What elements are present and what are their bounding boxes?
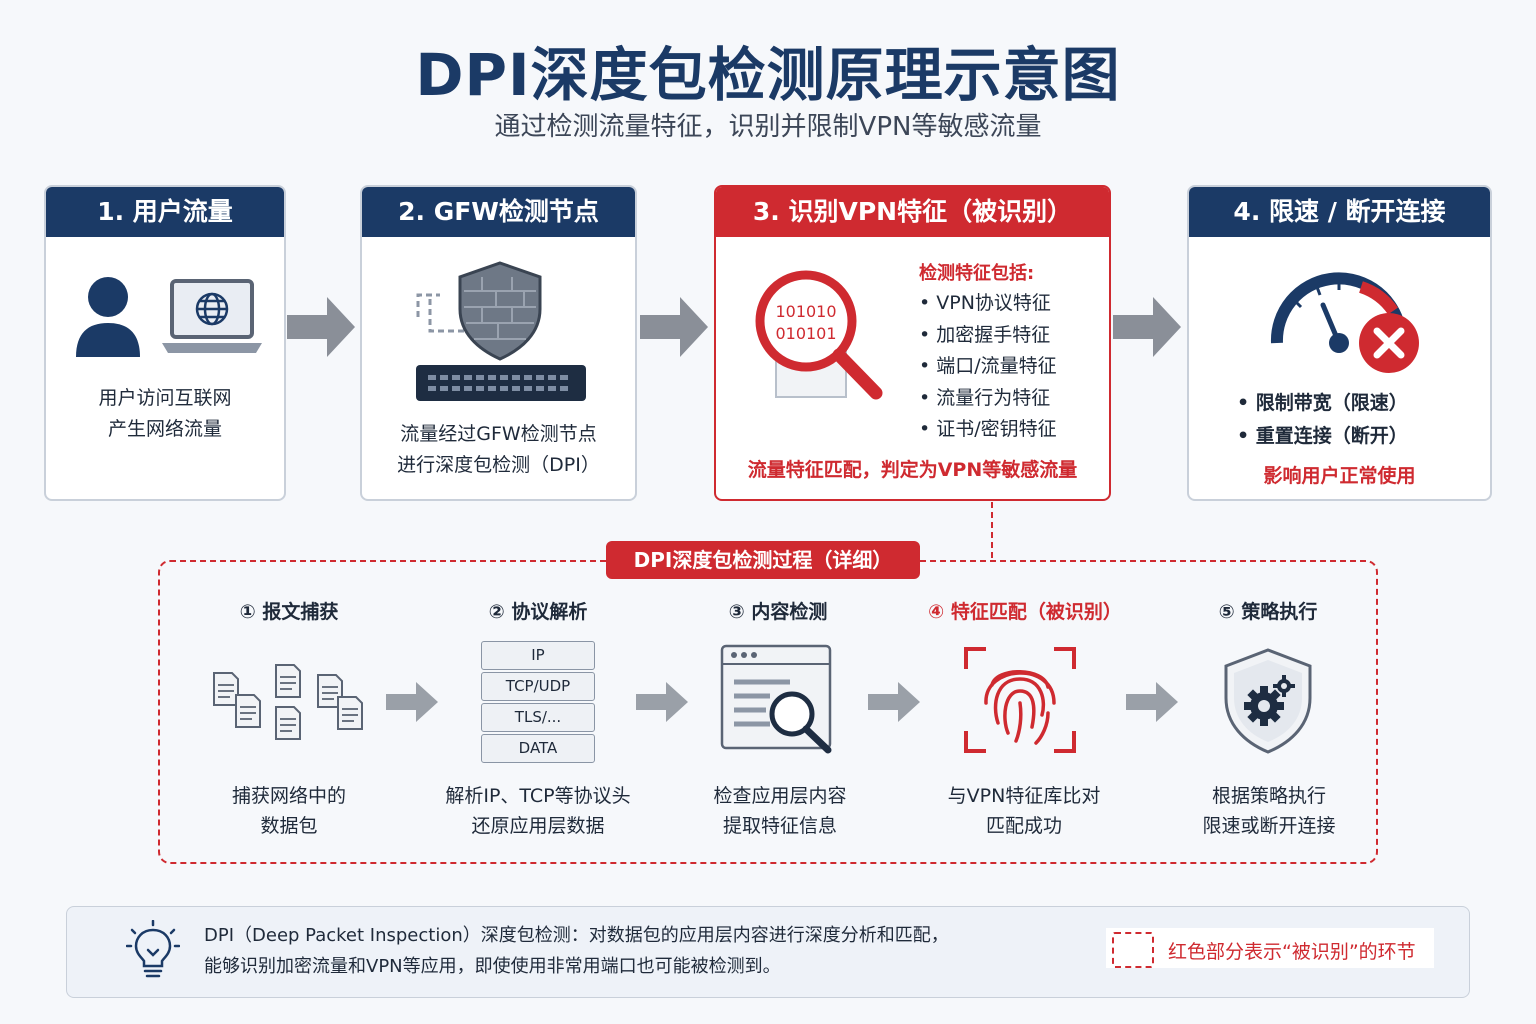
- description-line: 检查应用层内容: [713, 785, 847, 807]
- description-line: 提取特征信息: [722, 815, 837, 837]
- legend-swatch: [1112, 932, 1154, 968]
- info-line: DPI（Deep Packet Inspection）深度包检测：对数据包的应用…: [204, 925, 949, 946]
- step-card-user-traffic: 1. 用户流量 用户访问互联网 产生网络流量: [44, 185, 286, 501]
- detail-step-title: ④ 特征匹配（被识别）: [928, 601, 1122, 623]
- lightbulb-icon: [126, 920, 180, 978]
- detail-step-title: ⑤ 策略执行: [1218, 601, 1318, 623]
- step-card-header: 4. 限速 / 断开连接: [1189, 187, 1490, 237]
- step-description-line: 产生网络流量: [107, 418, 222, 440]
- flow-arrow-icon: [640, 297, 708, 357]
- feature-item: 加密握手特征: [919, 320, 1057, 352]
- detail-step-description: 捕获网络中的 数据包: [169, 781, 409, 841]
- detail-step-description: 与VPN特征库比对 匹配成功: [904, 781, 1144, 841]
- flow-arrow-icon: [1113, 297, 1181, 357]
- match-note: 流量特征匹配，判定为VPN等敏感流量: [747, 459, 1078, 481]
- magnifier-search-icon: 101010 010101: [755, 270, 883, 400]
- impact-note: 影响用户正常使用: [1263, 465, 1416, 487]
- step-card-identify-vpn: 3. 识别VPN特征（被识别） 101010 010101 检测特征包括: VP…: [714, 185, 1111, 501]
- info-text: DPI（Deep Packet Inspection）深度包检测：对数据包的应用…: [204, 920, 1044, 982]
- legend-text: 红色部分表示“被识别”的环节: [1168, 941, 1416, 963]
- process-arrow-icon: [386, 682, 438, 722]
- step-card-gfw-node: 2. GFW检测节点: [360, 185, 637, 501]
- feature-item: 流量行为特征: [919, 383, 1057, 415]
- action-list: 限制带宽（限速） 重置连接（断开）: [1237, 387, 1408, 453]
- user-icon: [76, 277, 140, 357]
- features-title: 检测特征包括:: [919, 263, 1035, 284]
- protocol-layer: TLS/...: [481, 703, 595, 732]
- step-description-line: 进行深度包检测（DPI）: [397, 454, 600, 476]
- packets-icon: [213, 664, 363, 740]
- description-line: 根据策略执行: [1211, 785, 1326, 807]
- description-line: 解析IP、TCP等协议头: [445, 785, 631, 807]
- speedometer-blocked-icon: [1270, 272, 1419, 373]
- step-card-header: 2. GFW检测节点: [362, 187, 635, 237]
- feature-item: 证书/密钥特征: [919, 414, 1056, 446]
- description-line: 捕获网络中的: [231, 785, 346, 807]
- process-arrow-icon: [1126, 682, 1178, 722]
- detail-step-title: ① 报文捕获: [239, 601, 339, 623]
- step-card-header: 1. 用户流量: [46, 187, 284, 237]
- description-line: 限速或断开连接: [1202, 815, 1336, 837]
- process-arrow-icon: [868, 682, 920, 722]
- globe-icon: [195, 292, 229, 326]
- features-list: VPN协议特征 加密握手特征 端口/流量特征 流量行为特征 证书/密钥特征: [919, 288, 1057, 446]
- protocol-stack: IP TCP/UDP TLS/... DATA: [481, 641, 595, 765]
- description-line: 匹配成功: [985, 815, 1062, 837]
- description-line: 还原应用层数据: [471, 815, 605, 837]
- detail-step-description: 检查应用层内容 提取特征信息: [660, 781, 900, 841]
- protocol-layer: DATA: [481, 734, 595, 763]
- detail-step-title: ③ 内容检测: [728, 601, 828, 623]
- flow-arrow-icon: [287, 297, 355, 357]
- dpi-detail-title: DPI深度包检测过程（详细）: [606, 541, 920, 579]
- page-title: DPI深度包检测原理示意图: [415, 41, 1121, 109]
- protocol-layer: IP: [481, 641, 595, 670]
- protocol-layer: TCP/UDP: [481, 672, 595, 701]
- detail-step-description: 解析IP、TCP等协议头 还原应用层数据: [418, 781, 658, 841]
- process-arrow-icon: [636, 682, 688, 722]
- binary-line: 101010: [775, 302, 836, 321]
- fingerprint-match-icon: [964, 647, 1076, 753]
- feature-item: VPN协议特征: [919, 288, 1057, 320]
- binary-line: 010101: [775, 324, 836, 343]
- policy-shield-gear-icon: [1224, 648, 1312, 754]
- detail-step-title: ② 协议解析: [488, 601, 588, 623]
- info-line: 能够识别加密流量和VPN等应用，即使使用非常用端口也可能被检测到。: [204, 956, 781, 977]
- page-subtitle: 通过检测流量特征，识别并限制VPN等敏感流量: [494, 112, 1042, 142]
- laptop-icon: [162, 279, 262, 353]
- feature-item: 端口/流量特征: [919, 351, 1056, 383]
- action-item: 重置连接（断开）: [1237, 420, 1408, 453]
- action-item: 限制带宽（限速）: [1237, 387, 1408, 420]
- firewall-shield-icon: [416, 261, 586, 401]
- step-description-line: 流量经过GFW检测节点: [400, 423, 597, 445]
- content-inspection-icon: [720, 644, 832, 754]
- description-line: 数据包: [260, 815, 318, 837]
- detail-step-description: 根据策略执行 限速或断开连接: [1149, 781, 1389, 841]
- step-card-header: 3. 识别VPN特征（被识别）: [716, 187, 1109, 237]
- legend: [1106, 928, 1434, 968]
- dashed-connector: [991, 502, 993, 558]
- step-card-throttle: 4. 限速 / 断开连接 限制带宽（限速） 重置连接（断开） 影响用户正常使用: [1187, 185, 1492, 501]
- description-line: 与VPN特征库比对: [947, 785, 1101, 807]
- step-description-line: 用户访问互联网: [98, 387, 232, 409]
